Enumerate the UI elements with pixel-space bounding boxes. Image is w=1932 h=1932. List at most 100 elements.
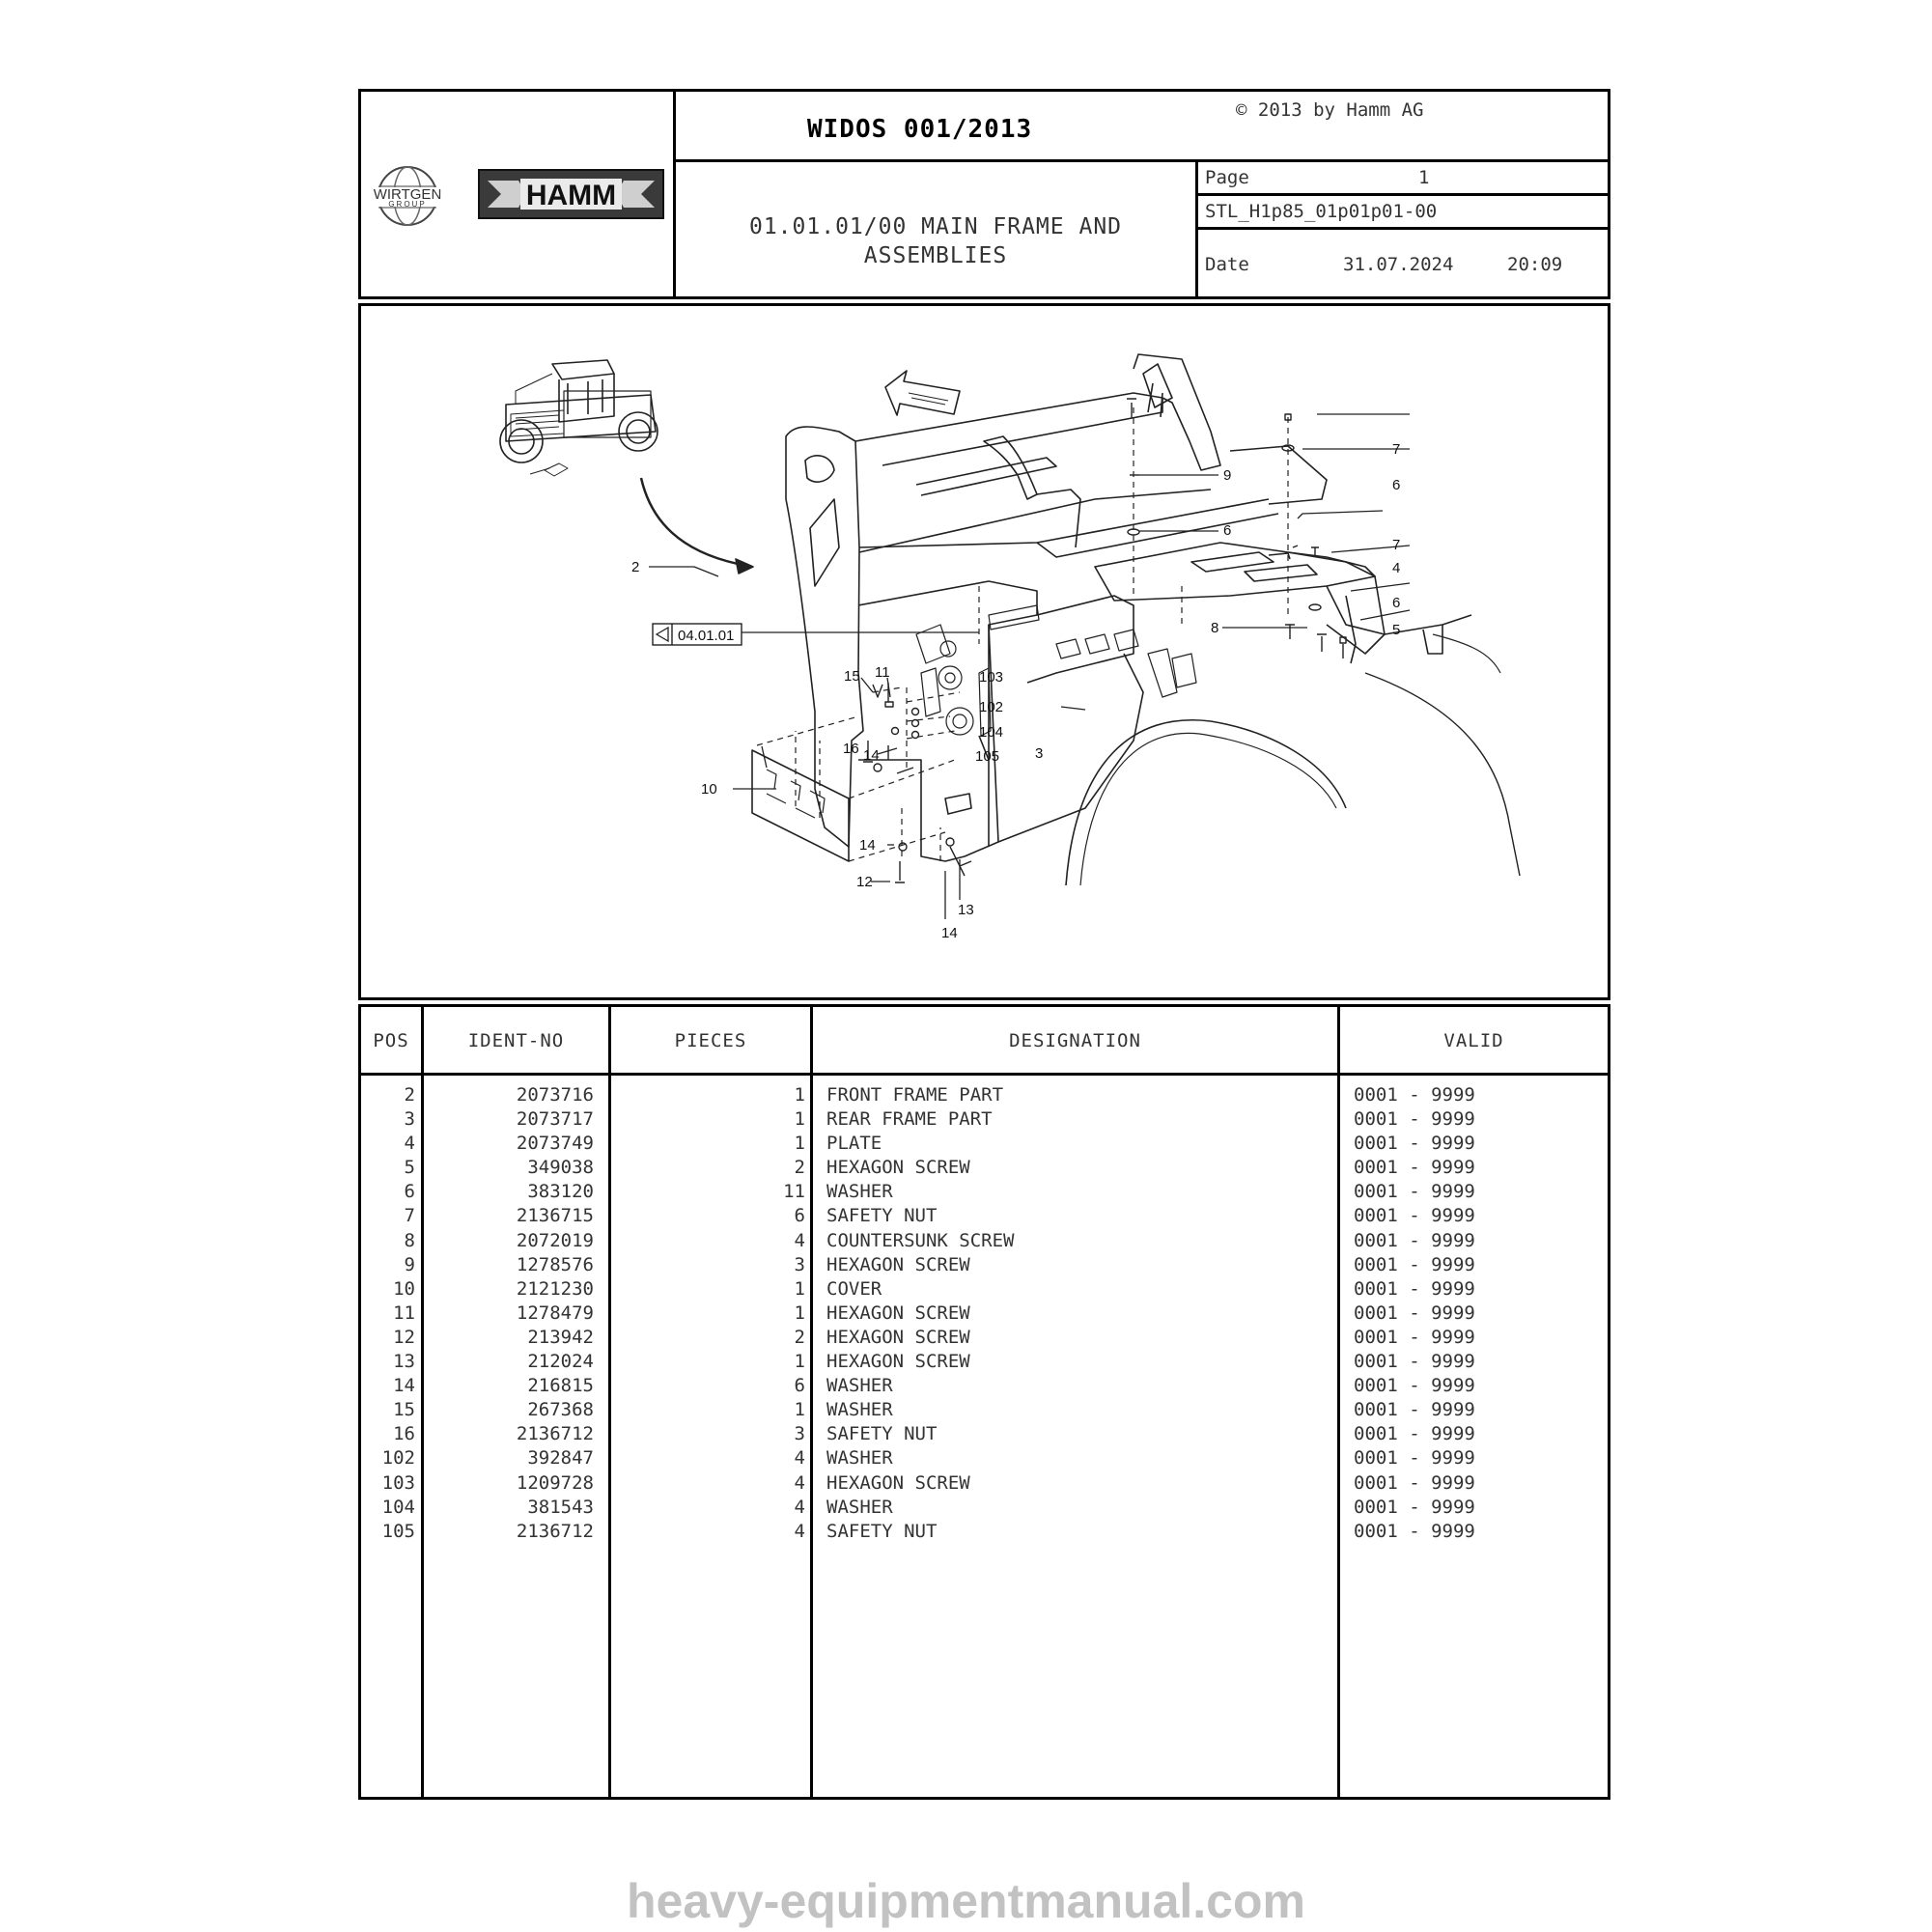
doc-code: STL_H1p85_01p01p01-00: [1205, 201, 1438, 222]
row-ident-no: 2136712: [516, 1520, 594, 1542]
row-pos: 9: [404, 1253, 415, 1275]
col-header-ident: IDENT-NO: [467, 1030, 565, 1051]
row-pieces: 1: [794, 1084, 805, 1106]
callout-6a: 6: [1392, 477, 1400, 493]
row-pos: 2: [404, 1084, 415, 1106]
row-pieces: 6: [794, 1375, 805, 1397]
header-divider: [361, 1073, 1608, 1076]
row-designation: HEXAGON SCREW: [826, 1326, 970, 1348]
row-designation: WASHER: [826, 1496, 893, 1518]
row-pieces: 4: [794, 1447, 805, 1470]
reference-box-label: 04.01.01: [678, 628, 734, 644]
reference-box: 04.01.01: [652, 623, 742, 646]
row-pos: 7: [404, 1205, 415, 1227]
callout-13: 13: [958, 902, 974, 918]
callout-102: 102: [979, 699, 1003, 715]
row-pos: 102: [381, 1447, 415, 1470]
row-pieces: 2: [794, 1326, 805, 1348]
callout-2: 2: [631, 559, 639, 575]
row-designation: HEXAGON SCREW: [826, 1253, 970, 1275]
row-valid: 0001 - 9999: [1354, 1447, 1475, 1470]
row-designation: SAFETY NUT: [826, 1423, 938, 1445]
callout-labels: 2 3 4 5 6 6 6 7 7 8 9 10 11 12 13 14 14 …: [631, 441, 1400, 941]
wirtgen-logo-text: WIRTGEN: [374, 186, 442, 203]
time-value: 20:09: [1507, 254, 1563, 275]
row-designation: HEXAGON SCREW: [826, 1351, 970, 1373]
callout-6c: 6: [1392, 595, 1400, 611]
row-valid: 0001 - 9999: [1354, 1181, 1475, 1203]
group-description-cell: 01.01.01/00 MAIN FRAME AND ASSEMBLIES: [676, 162, 1198, 296]
row-pos: 6: [404, 1181, 415, 1203]
row-designation: WASHER: [826, 1399, 893, 1421]
callout-3: 3: [1035, 745, 1043, 762]
wirtgen-logo-subtext: GROUP: [388, 200, 426, 209]
row-designation: HEXAGON SCREW: [826, 1157, 970, 1179]
row-pos: 104: [381, 1496, 415, 1518]
row-pos: 12: [393, 1326, 415, 1348]
callout-6b: 6: [1223, 522, 1231, 539]
callout-14b: 14: [859, 837, 876, 854]
row-pieces: 4: [794, 1229, 805, 1251]
sheet-header: WIRTGEN GROUP HAMM WIDOS 001/2013 © 2013…: [358, 89, 1610, 299]
row-ident-no: 381543: [527, 1496, 594, 1518]
row-valid: 0001 - 9999: [1354, 1157, 1475, 1179]
row-pieces: 4: [794, 1496, 805, 1518]
page-number: 1: [1418, 167, 1430, 188]
row-ident-no: 392847: [527, 1447, 594, 1470]
row-valid: 0001 - 9999: [1354, 1326, 1475, 1348]
row-designation: COVER: [826, 1277, 882, 1300]
row-ident-no: 383120: [527, 1181, 594, 1203]
copyright-text: © 2013 by Hamm AG: [1236, 99, 1424, 121]
row-ident-no: 1278479: [516, 1302, 594, 1324]
header-meta: Page 1 STL_H1p85_01p01p01-00 Date 31.07.…: [1198, 162, 1608, 296]
callout-4: 4: [1392, 560, 1400, 576]
doc-code-row: STL_H1p85_01p01p01-00: [1198, 196, 1608, 230]
group-description-line2: ASSEMBLIES: [863, 243, 1008, 268]
logo-area: WIRTGEN GROUP HAMM: [361, 92, 676, 296]
row-pieces: 1: [794, 1399, 805, 1421]
col-divider-1: [421, 1007, 424, 1797]
row-pieces: 4: [794, 1471, 805, 1494]
callout-12: 12: [856, 874, 873, 890]
row-ident-no: 2073717: [516, 1108, 594, 1131]
row-valid: 0001 - 9999: [1354, 1253, 1475, 1275]
row-designation: WASHER: [826, 1447, 893, 1470]
col-divider-4: [1337, 1007, 1340, 1797]
row-pos: 5: [404, 1157, 415, 1179]
hamm-logo: HAMM: [478, 169, 664, 219]
wirtgen-group-logo: WIRTGEN GROUP: [371, 166, 444, 226]
date-row: Date 31.07.2024 20:09: [1198, 230, 1608, 296]
row-pos: 103: [381, 1471, 415, 1494]
row-valid: 0001 - 9999: [1354, 1229, 1475, 1251]
row-pieces: 6: [794, 1205, 805, 1227]
row-pos: 13: [393, 1351, 415, 1373]
row-pieces: 1: [794, 1277, 805, 1300]
date-value: 31.07.2024: [1343, 254, 1454, 275]
group-description-line1: 01.01.01/00 MAIN FRAME AND: [748, 214, 1123, 239]
row-pos: 11: [393, 1302, 415, 1324]
row-pos: 8: [404, 1229, 415, 1251]
row-valid: 0001 - 9999: [1354, 1108, 1475, 1131]
col-header-designation: DESIGNATION: [1009, 1030, 1141, 1051]
callout-11: 11: [875, 664, 890, 681]
row-pos: 15: [393, 1399, 415, 1421]
page-title: WIDOS 001/2013: [807, 115, 1033, 144]
row-valid: 0001 - 9999: [1354, 1520, 1475, 1542]
row-designation: WASHER: [826, 1181, 893, 1203]
row-ident-no: 1209728: [516, 1471, 594, 1494]
row-pieces: 1: [794, 1302, 805, 1324]
row-ident-no: 216815: [527, 1375, 594, 1397]
